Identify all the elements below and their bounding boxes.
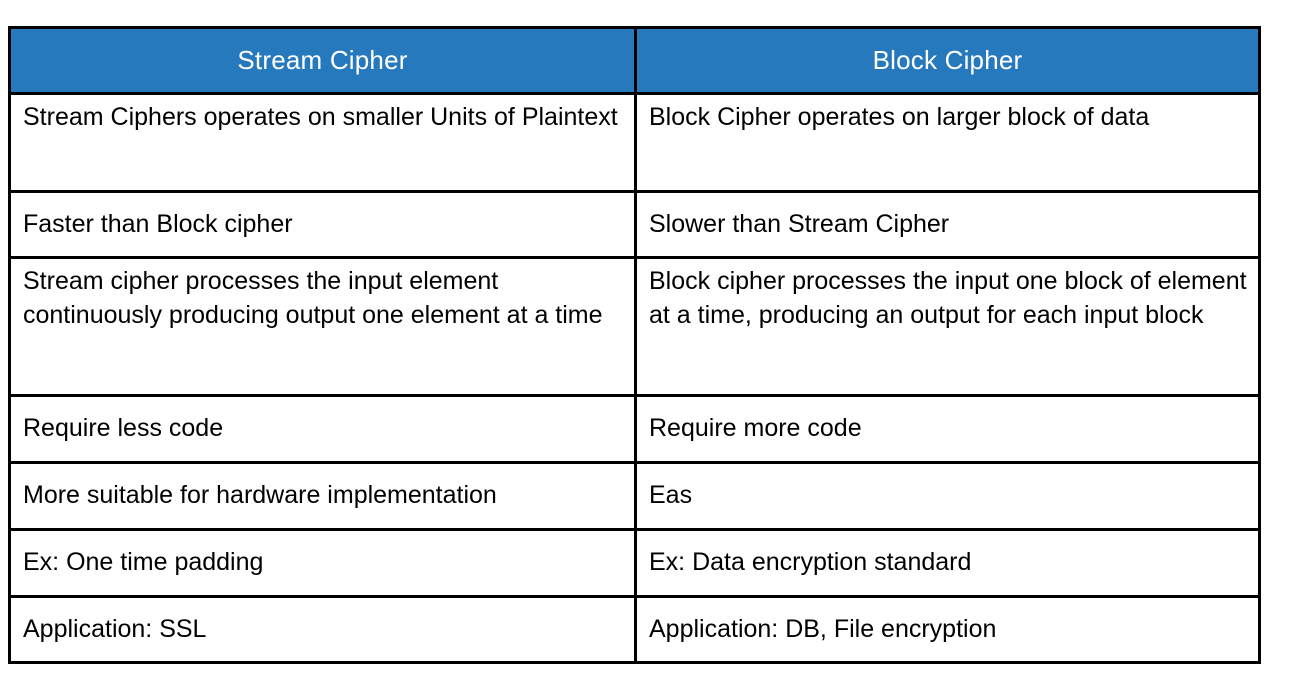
cell-text: Block cipher processes the input one blo…	[649, 267, 1247, 329]
cell-stream-cipher-operates: Stream Ciphers operates on smaller Units…	[8, 92, 637, 193]
table-row: Stream Ciphers operates on smaller Units…	[8, 92, 1261, 193]
table-row: Stream cipher processes the input elemen…	[8, 256, 1261, 397]
column-header-stream-cipher: Stream Cipher	[8, 26, 637, 95]
table-row: Ex: One time padding Ex: Data encryption…	[8, 528, 1261, 598]
cell-block-example: Ex: Data encryption standard	[634, 528, 1261, 598]
stream-vs-block-cipher-table: Stream Cipher Block Cipher Stream Cipher…	[8, 26, 1261, 664]
cell-block-processing: Block cipher processes the input one blo…	[634, 256, 1261, 397]
table-row: More suitable for hardware implementatio…	[8, 461, 1261, 531]
cell-text: Ex: Data encryption standard	[649, 548, 972, 577]
cell-block-application: Application: DB, File encryption	[634, 595, 1261, 664]
cell-text: Application: SSL	[23, 614, 207, 643]
column-header-block-cipher: Block Cipher	[634, 26, 1261, 95]
cell-stream-implementation: More suitable for hardware implementatio…	[8, 461, 637, 531]
cell-stream-speed: Faster than Block cipher	[8, 190, 637, 259]
comparison-table-container: Stream Cipher Block Cipher Stream Cipher…	[8, 26, 1261, 664]
table-body: Stream Ciphers operates on smaller Units…	[8, 92, 1261, 664]
cell-stream-example: Ex: One time padding	[8, 528, 637, 598]
cell-text: Require more code	[649, 414, 862, 443]
cell-block-speed: Slower than Stream Cipher	[634, 190, 1261, 259]
cell-text: Block Cipher operates on larger block of…	[649, 103, 1150, 131]
table-row: Require less code Require more code	[8, 394, 1261, 464]
table-header-row: Stream Cipher Block Cipher	[8, 26, 1261, 95]
table-row: Faster than Block cipher Slower than Str…	[8, 190, 1261, 259]
table-row: Application: SSL Application: DB, File e…	[8, 595, 1261, 664]
cell-text: More suitable for hardware implementatio…	[23, 481, 497, 510]
cell-stream-code-size: Require less code	[8, 394, 637, 464]
cell-stream-processing: Stream cipher processes the input elemen…	[8, 256, 637, 397]
cell-text: Stream Ciphers operates on smaller Units…	[23, 103, 618, 131]
cell-text: Faster than Block cipher	[23, 209, 293, 238]
cell-text: Application: DB, File encryption	[649, 614, 997, 643]
cell-text: Eas	[649, 481, 693, 510]
cell-text: Slower than Stream Cipher	[649, 209, 950, 238]
cell-block-implementation: Eas	[634, 461, 1261, 531]
cell-stream-application: Application: SSL	[8, 595, 637, 664]
cell-text: Ex: One time padding	[23, 548, 264, 577]
cell-block-cipher-operates: Block Cipher operates on larger block of…	[634, 92, 1261, 193]
cell-text: Stream cipher processes the input elemen…	[23, 267, 603, 329]
cell-block-code-size: Require more code	[634, 394, 1261, 464]
table-header: Stream Cipher Block Cipher	[8, 26, 1261, 95]
cell-text: Require less code	[23, 414, 224, 443]
